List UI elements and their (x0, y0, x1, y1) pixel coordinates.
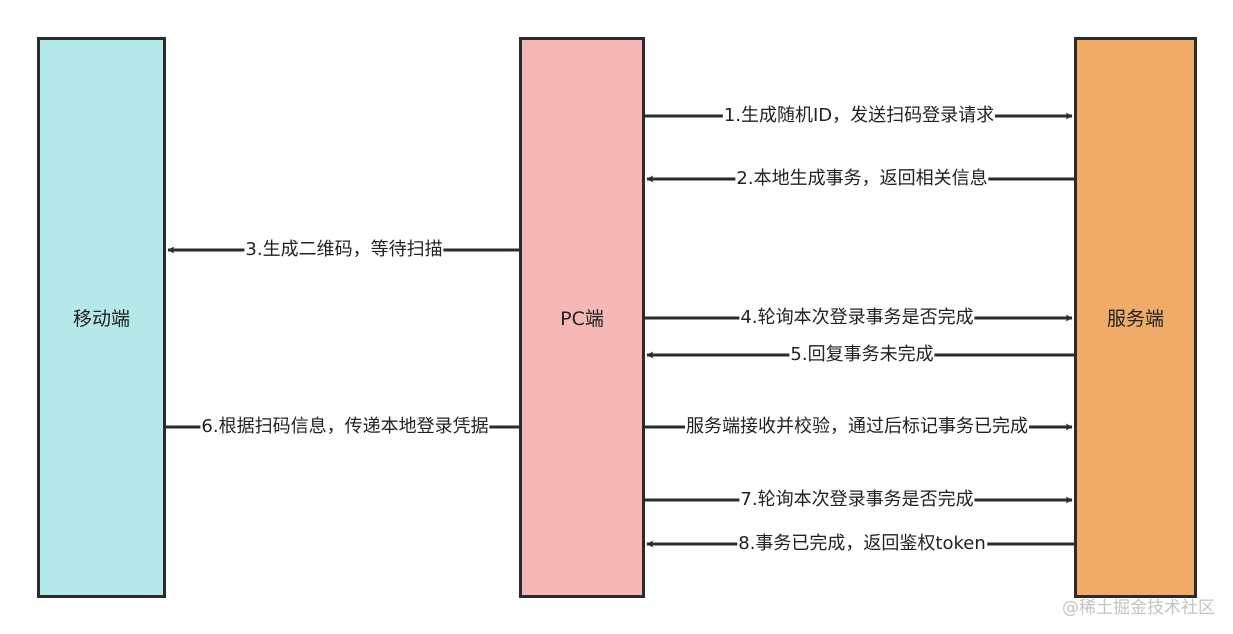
message-label-3: 3.生成二维码，等待扫描 (244, 239, 444, 261)
message-label-1: 1.生成随机ID，发送扫码登录请求 (722, 105, 996, 127)
watermark: @稀土掘金技术社区 (1062, 598, 1215, 618)
mobile-lane-label: 移动端 (72, 308, 130, 330)
server-lane: 服务端 (1074, 37, 1197, 598)
pc-lane-label: PC端 (560, 308, 604, 330)
message-label-6: 6.根据扫码信息，传递本地登录凭据 (200, 416, 490, 438)
mobile-lane: 移动端 (37, 37, 166, 598)
message-label-8: 8.事务已完成，返回鉴权token (737, 533, 987, 555)
message-label-5: 5.回复事务未完成 (789, 344, 935, 366)
pc-lane: PC端 (519, 37, 645, 598)
message-label-2: 2.本地生成事务，返回相关信息 (735, 168, 989, 190)
message-label-6b: 服务端接收并校验，通过后标记事务已完成 (685, 416, 1029, 438)
message-label-7: 7.轮询本次登录事务是否完成 (739, 489, 975, 511)
server-lane-label: 服务端 (1106, 308, 1164, 330)
message-label-4: 4.轮询本次登录事务是否完成 (739, 307, 975, 329)
